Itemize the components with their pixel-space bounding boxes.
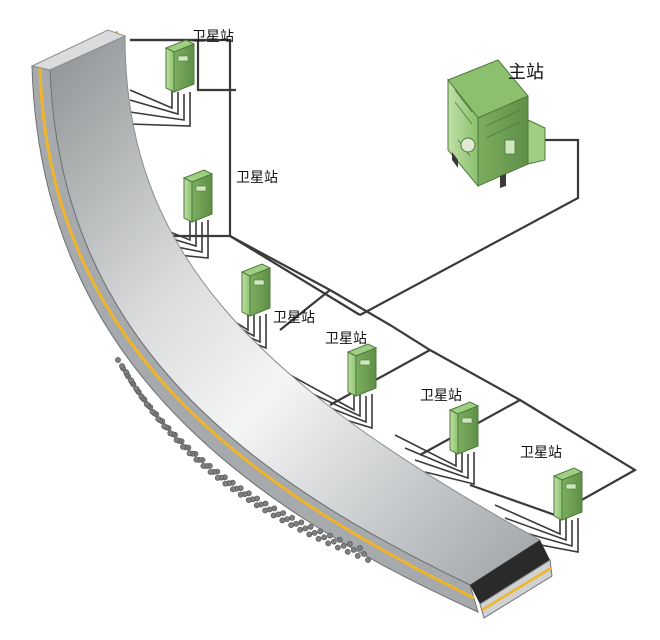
belt-stud [207, 469, 214, 475]
belt-stud [365, 557, 371, 563]
belt-stud [354, 553, 361, 559]
belt-stud [262, 507, 268, 514]
belt-stud [288, 522, 294, 528]
belt-stud [155, 416, 162, 422]
belt-stud [245, 497, 252, 503]
belt-stud [237, 491, 244, 498]
belt-stud [344, 548, 351, 555]
bus-cable-1 [130, 38, 236, 92]
belt-stud [298, 519, 305, 526]
belt-stud [330, 538, 337, 545]
belt-stud [193, 456, 200, 463]
belt-stud [346, 541, 353, 547]
master-station-label: 主站 [508, 62, 544, 83]
belt-stud [293, 520, 299, 527]
belt-stud [167, 430, 174, 437]
master-station-cabinet [447, 59, 546, 188]
belt-stud [279, 517, 286, 524]
belt-stud [336, 536, 343, 543]
satellite-station-box-2 [182, 169, 214, 223]
belt-stud [325, 540, 332, 547]
belt-stud [161, 423, 168, 430]
satellite-station-box-1 [164, 39, 196, 93]
belt-stud [350, 547, 357, 553]
belt-stud [200, 462, 207, 469]
trunk-cable [359, 138, 580, 316]
belt-dark-layer [470, 540, 550, 604]
belt-stud [143, 401, 150, 408]
satellite-station-label-5: 卫星站 [420, 388, 462, 404]
feeder-station-1 [129, 88, 191, 127]
belt-stud [173, 437, 180, 443]
bus-cable-6 [279, 289, 331, 331]
satellite-station-box-3 [240, 263, 272, 317]
satellite-station-label-2: 卫星站 [236, 170, 278, 186]
conveyor-belt [30, 29, 553, 619]
belt-stud [180, 443, 186, 450]
belt-stud [306, 531, 313, 538]
belt-stripe-end [481, 566, 552, 612]
belt-stud [275, 511, 282, 518]
belt-stud [270, 512, 277, 519]
feeder-station-6 [494, 504, 579, 553]
belt-stud [317, 528, 324, 535]
belt-stud [289, 514, 295, 521]
belt-stud [315, 536, 322, 542]
satellite-station-box-6 [552, 467, 584, 521]
feeder-station-5 [394, 434, 475, 486]
belt-stud [123, 369, 129, 375]
belt-stud [115, 357, 121, 363]
satellite-station-box-5 [448, 401, 480, 455]
belt-stud [311, 530, 318, 536]
belt-stud [229, 486, 236, 493]
satellite-station-label-1: 卫星站 [192, 29, 234, 45]
belt-stud [280, 510, 286, 516]
belt-stud [186, 450, 193, 457]
belt-stud [334, 544, 341, 551]
belt-stud [214, 474, 221, 481]
belt-back-edge [30, 29, 127, 71]
belt-stud [297, 526, 303, 533]
bus-cable-4 [329, 349, 431, 406]
belt-stud [326, 532, 333, 539]
belt-stripe-side [38, 67, 475, 600]
belt-stud [222, 480, 229, 487]
belt-stud [307, 524, 314, 530]
belt-stud [340, 542, 347, 549]
belt-stud [253, 502, 260, 509]
satellite-station-box-4 [346, 343, 378, 397]
belt-stud [133, 385, 139, 392]
belt-stud [284, 516, 290, 522]
belt-stud [321, 534, 328, 541]
satellite-station-label-3: 卫星站 [273, 310, 315, 326]
satellite-station-label-6: 卫星站 [520, 445, 562, 461]
belt-stud [119, 363, 125, 369]
belt-stud [128, 377, 134, 384]
belt-studs [115, 357, 371, 563]
belt-stud [361, 551, 367, 557]
belt-stud [271, 505, 278, 512]
belt-stud [302, 525, 309, 532]
belt-side [31, 65, 479, 613]
belt-stud [357, 545, 363, 551]
satellite-station-label-4: 卫星站 [325, 331, 367, 347]
belt-stud [138, 393, 145, 400]
belt-stud [149, 408, 156, 415]
